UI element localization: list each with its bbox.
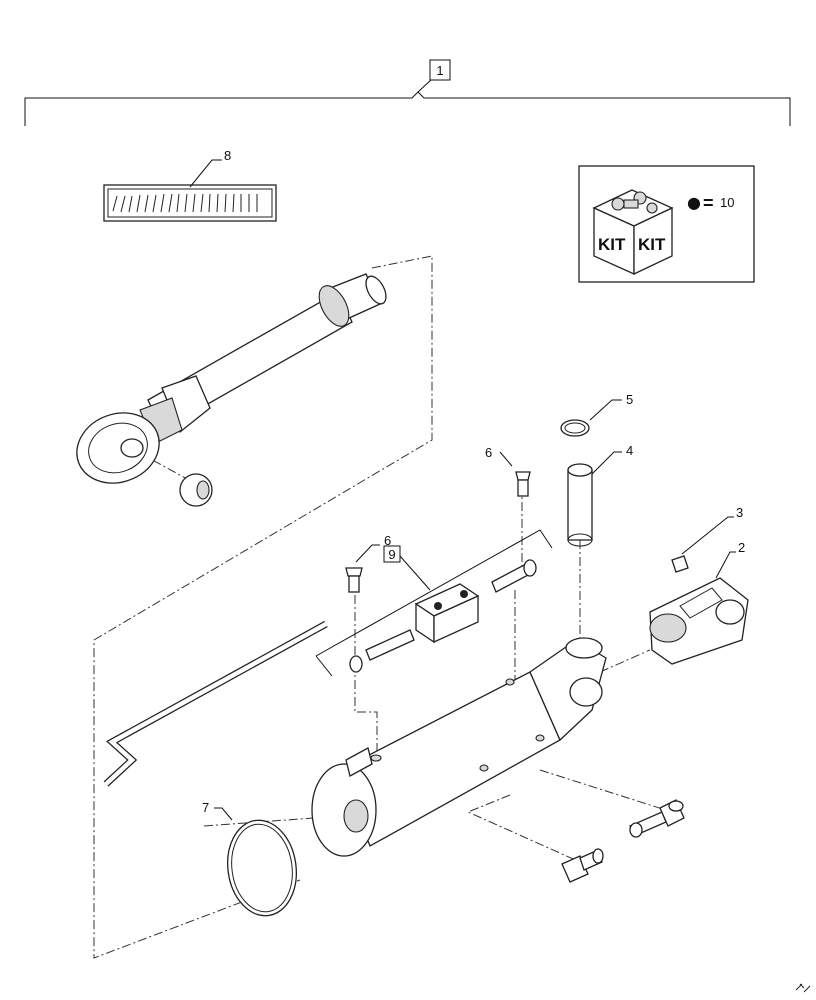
kit-legend-equals: = — [703, 193, 714, 213]
kit-legend-box: KIT KIT ● = 10 — [578, 165, 755, 283]
callout-6-lower: 6 — [384, 533, 391, 548]
callout-7: 7 — [202, 800, 209, 815]
kit-label-left: KIT — [598, 235, 626, 254]
retaining-ring-part-5 — [560, 419, 590, 437]
fitting-part-6-upper — [515, 471, 531, 497]
bent-tube — [103, 620, 328, 787]
ball-bushing — [179, 473, 213, 507]
callout-3: 3 — [736, 505, 743, 520]
kit-box-icon: KIT KIT — [592, 189, 674, 276]
rod-end-clevis-part-2 — [649, 577, 749, 665]
assembly-bracket: 1 — [24, 59, 791, 126]
callout-1: 1 — [436, 63, 443, 78]
cylinder-barrel — [311, 637, 607, 857]
alignment-lines — [93, 255, 673, 959]
corner-mark — [795, 983, 811, 993]
callout-6-upper: 6 — [485, 445, 492, 460]
piston-rod — [76, 273, 387, 484]
kit-legend-dot: ● — [687, 193, 701, 212]
grease-fitting-part-3 — [671, 555, 689, 573]
kit-label-right: KIT — [638, 235, 666, 254]
elbow-fitting-left — [561, 848, 604, 883]
decal-part-8: 8 — [103, 148, 277, 222]
callout-5: 5 — [626, 392, 633, 407]
callout-8: 8 — [224, 148, 231, 163]
callout-9: 9 — [388, 547, 395, 562]
fitting-part-6-lower — [345, 567, 363, 593]
valve-block-kit-9: 9 — [315, 529, 553, 677]
pin-part-4 — [567, 463, 593, 547]
elbow-fitting-right — [629, 799, 685, 838]
callout-4: 4 — [626, 443, 633, 458]
kit-legend-number: 10 — [720, 195, 734, 210]
callout-2: 2 — [738, 540, 745, 555]
o-ring-part-7 — [227, 819, 297, 917]
